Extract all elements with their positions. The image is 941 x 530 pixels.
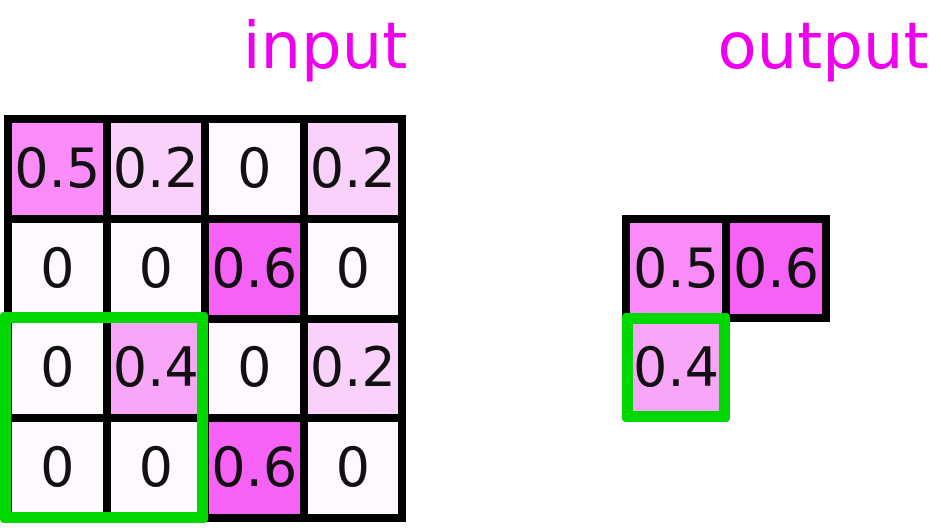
input-cell-r1c3: 0	[209, 123, 300, 215]
input-title: input	[242, 10, 408, 84]
input-cell-r2c2: 0	[110, 222, 201, 315]
input-cell-r4c1: 0	[12, 422, 103, 514]
input-cell-r3c1: 0	[12, 322, 103, 415]
input-cell-r1c2: 0.2	[110, 123, 201, 215]
output-cell-r1c2: 0.6	[730, 223, 822, 314]
input-cell-r1c1: 0.5	[12, 123, 103, 215]
input-cell-r3c4: 0.2	[307, 322, 398, 415]
input-cell-r1c4: 0.2	[307, 123, 398, 215]
input-grid: 0.5 0.2 0 0.2 0 0 0.6 0 0 0.4 0 0.2 0 0 …	[4, 115, 406, 522]
output-title: output	[717, 10, 929, 84]
input-cell-r4c4: 0	[307, 422, 398, 514]
input-cell-r4c3: 0.6	[209, 422, 300, 514]
input-cell-r3c3: 0	[209, 322, 300, 415]
output-highlighted-cell: 0.4	[622, 313, 730, 422]
output-cell-r1c1: 0.5	[630, 223, 722, 314]
output-grid-top-row: 0.5 0.6	[622, 215, 830, 322]
input-cell-r2c3: 0.6	[209, 222, 300, 315]
input-cell-r3c2: 0.4	[110, 322, 201, 415]
input-cell-r2c4: 0	[307, 222, 398, 315]
input-cell-r4c2: 0	[110, 422, 201, 514]
input-cell-r2c1: 0	[12, 222, 103, 315]
